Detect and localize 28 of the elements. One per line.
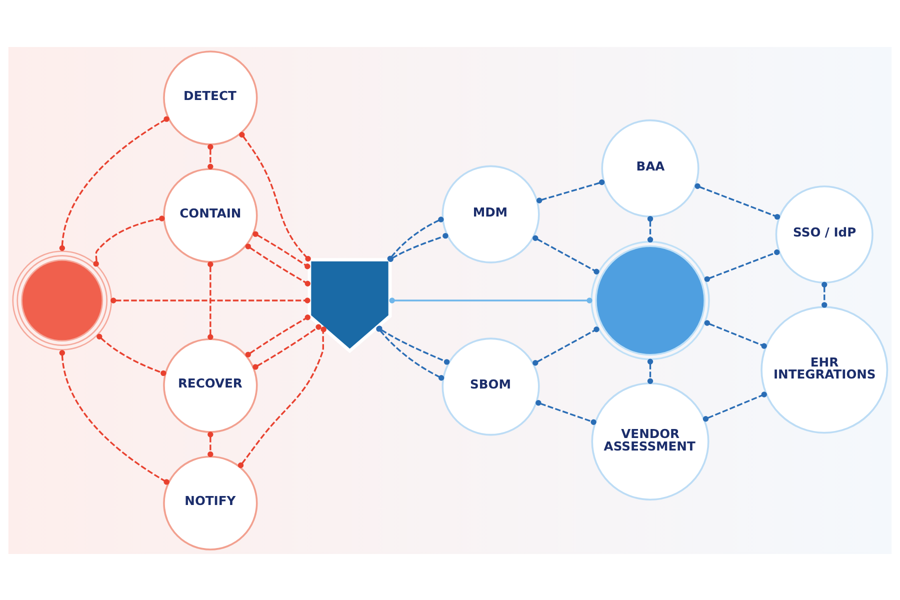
connector: [647, 358, 654, 384]
connector: [245, 243, 310, 286]
node-picture: [308, 258, 392, 353]
connector: [59, 116, 170, 250]
connector: [208, 431, 214, 457]
connector: [702, 391, 767, 422]
connector: [245, 314, 310, 357]
connector: [532, 234, 600, 274]
connector: [238, 326, 326, 468]
connector: [694, 182, 780, 220]
connector: [536, 400, 596, 424]
connector: [704, 320, 767, 348]
connector: [647, 215, 654, 242]
connector: [389, 297, 592, 303]
connector: [532, 326, 600, 366]
connector: [252, 230, 310, 269]
connector: [110, 297, 310, 303]
connector: [208, 144, 214, 169]
connector: [252, 324, 322, 370]
connector: [96, 333, 166, 376]
node-circle: [12, 250, 112, 350]
connector: [239, 131, 311, 262]
connector: [536, 178, 605, 203]
connector: [208, 260, 214, 340]
connector: [704, 248, 780, 282]
connector: [93, 215, 165, 266]
connector: [59, 350, 170, 484]
connector: [822, 281, 828, 308]
